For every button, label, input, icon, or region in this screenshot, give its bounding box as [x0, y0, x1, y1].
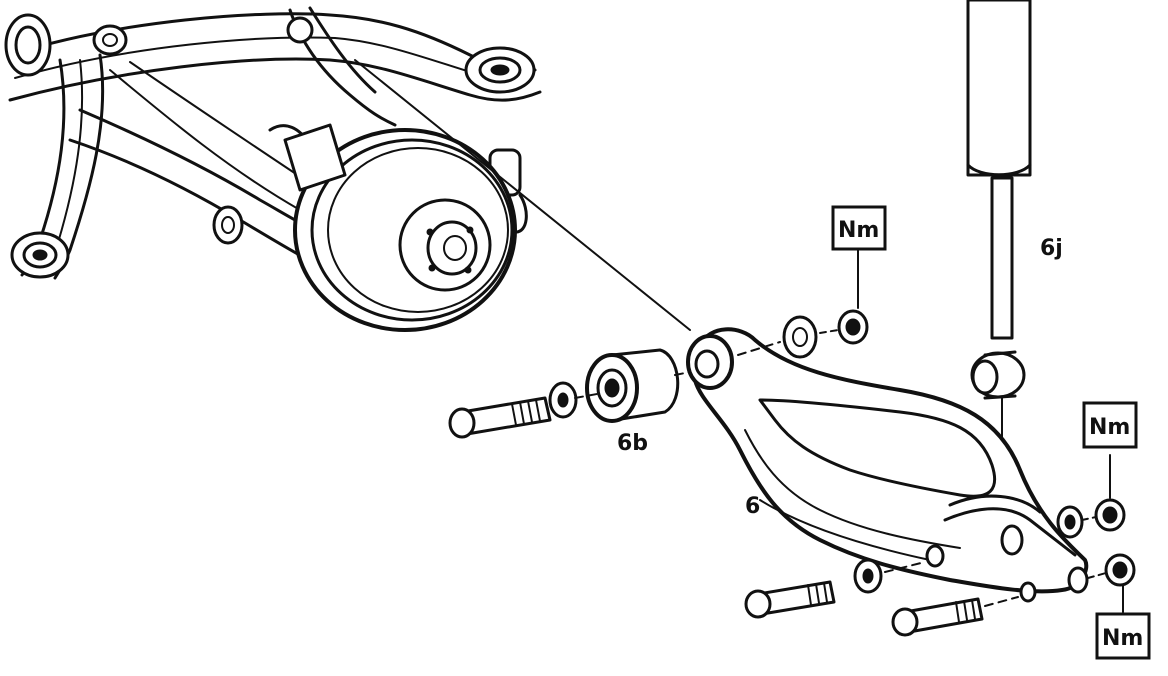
lower-fasteners	[744, 454, 1136, 637]
upper-fasteners	[737, 247, 869, 359]
torque-label-bottom-right: Nm	[1102, 626, 1143, 651]
torque-box-upper: Nm	[831, 205, 887, 251]
callout-6: 6	[745, 494, 760, 519]
shock-absorber	[966, 0, 1032, 541]
torque-label-right-middle: Nm	[1089, 415, 1130, 440]
callout-6j: 6j	[1040, 236, 1063, 261]
leader-line	[354, 59, 691, 331]
brake-disc-hub	[283, 123, 517, 332]
bushing-assembly	[448, 348, 691, 439]
torque-box-bottom-right: Nm	[1095, 612, 1151, 660]
torque-label-upper: Nm	[838, 218, 879, 243]
control-arm	[686, 327, 1089, 603]
callout-6b: 6b	[617, 431, 648, 456]
torque-box-right-middle: Nm	[1082, 401, 1138, 449]
